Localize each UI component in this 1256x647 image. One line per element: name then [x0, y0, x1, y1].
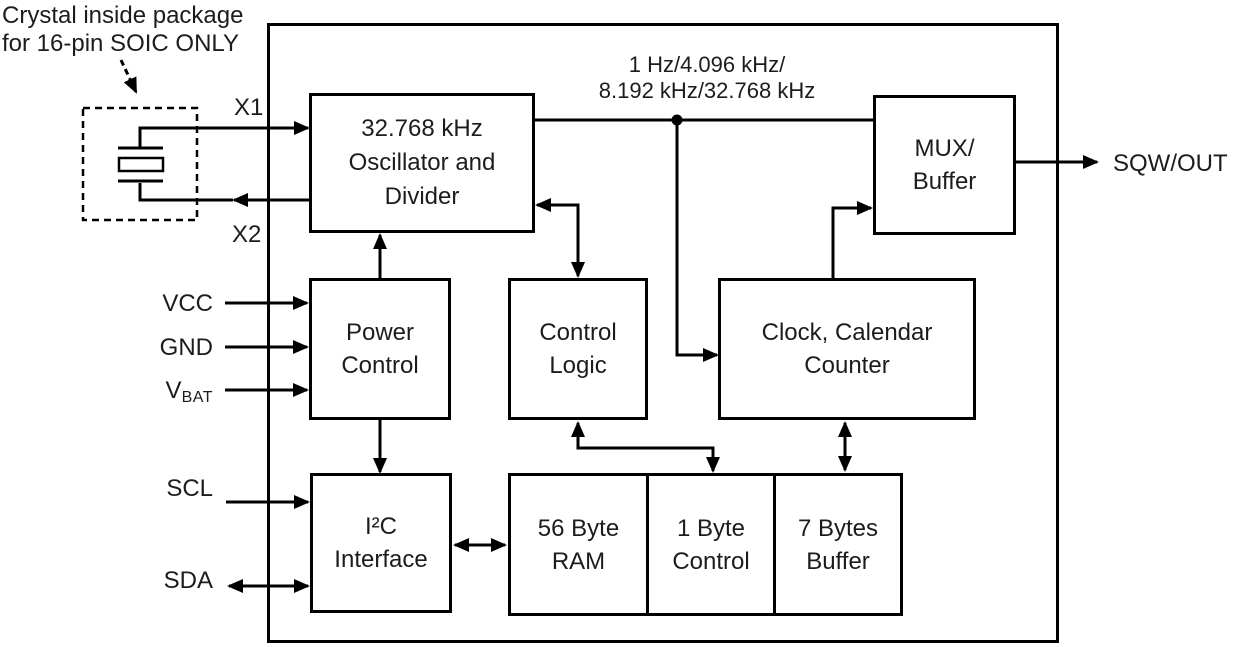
- wire-x1: [138, 121, 310, 148]
- byte-control-block: 1 Byte Control: [646, 473, 776, 616]
- ram-block: 56 Byte RAM: [508, 473, 649, 616]
- pin-label-sda: SDA: [163, 567, 213, 594]
- crystal-annotation-line1: Crystal inside package: [2, 2, 244, 29]
- pin-label-vbat-sub: BAT: [181, 389, 213, 406]
- crystal-annotation-line2: for 16-pin SOIC ONLY: [2, 30, 239, 57]
- wire-x2-tail-segment: [138, 183, 233, 202]
- ram-label-line1: 56 Byte: [537, 514, 620, 542]
- pin-label-scl: SCL: [166, 475, 213, 502]
- pin-label-gnd: GND: [159, 334, 213, 361]
- clock-label-line1: Clock, Calendar: [761, 319, 933, 346]
- control-logic-label-line2: Logic: [549, 352, 607, 379]
- i2c-interface-block: I²C Interface: [310, 473, 452, 613]
- frequency-options-line2: 8.192 kHz/32.768 kHz: [598, 78, 816, 103]
- control-logic-label-line1: Control: [539, 319, 617, 346]
- buffer-label-line1: 7 Bytes: [797, 514, 879, 542]
- pin-label-vbat: VBAT: [103, 377, 213, 412]
- chip-outline-box: [267, 23, 1059, 643]
- pin-label-x2: X2: [232, 221, 262, 248]
- annotation-arrow: [119, 59, 138, 94]
- wire-clock-to-mux: [831, 201, 873, 278]
- frequency-options-line1: 1 Hz/4.096 kHz/: [628, 52, 786, 77]
- buffer-label-line2: Buffer: [806, 547, 870, 575]
- wire-ctrl-to-bytecontrol: [571, 421, 720, 473]
- oscillator-label-line3: Divider: [384, 183, 460, 210]
- clock-calendar-counter-block: Clock, Calendar Counter: [718, 278, 976, 420]
- wire-ctrl-osc-bidir: [535, 198, 585, 278]
- pin-label-sqw-out: SQW/OUT: [1113, 150, 1228, 177]
- byte-control-label-line2: Control: [672, 547, 750, 575]
- power-control-block: Power Control: [309, 278, 451, 420]
- ram-label-line2: RAM: [551, 547, 606, 575]
- i2c-label-line2: Interface: [334, 546, 428, 573]
- oscillator-divider-block: 32.768 kHz Oscillator and Divider: [309, 93, 535, 233]
- pin-label-vcc: VCC: [162, 290, 213, 317]
- oscillator-label-line2: Oscillator and: [348, 149, 496, 176]
- power-label-line2: Control: [341, 352, 419, 379]
- mux-label-line2: Buffer: [912, 168, 977, 195]
- clock-label-line2: Counter: [804, 352, 890, 379]
- crystal-package-dashed-box: [81, 106, 199, 222]
- mux-buffer-block: MUX/ Buffer: [873, 95, 1016, 235]
- mux-label-line1: MUX/: [914, 135, 975, 162]
- crystal-annotation: Crystal inside package for 16-pin SOIC O…: [2, 2, 243, 58]
- bytes-buffer-block: 7 Bytes Buffer: [773, 473, 903, 616]
- control-logic-block: Control Logic: [508, 278, 648, 420]
- i2c-label-line1: I²C: [365, 513, 397, 540]
- power-label-line1: Power: [345, 319, 415, 346]
- oscillator-label-line1: 32.768 kHz: [361, 115, 483, 142]
- pin-label-vbat-main: V: [165, 377, 182, 404]
- crystal-icon: [117, 146, 165, 183]
- frequency-options-label: 1 Hz/4.096 kHz/ 8.192 kHz/32.768 kHz: [527, 52, 887, 104]
- byte-control-label-line1: 1 Byte: [676, 514, 746, 542]
- pin-label-x1: X1: [234, 94, 264, 121]
- wire-branch-to-clock: [675, 120, 719, 362]
